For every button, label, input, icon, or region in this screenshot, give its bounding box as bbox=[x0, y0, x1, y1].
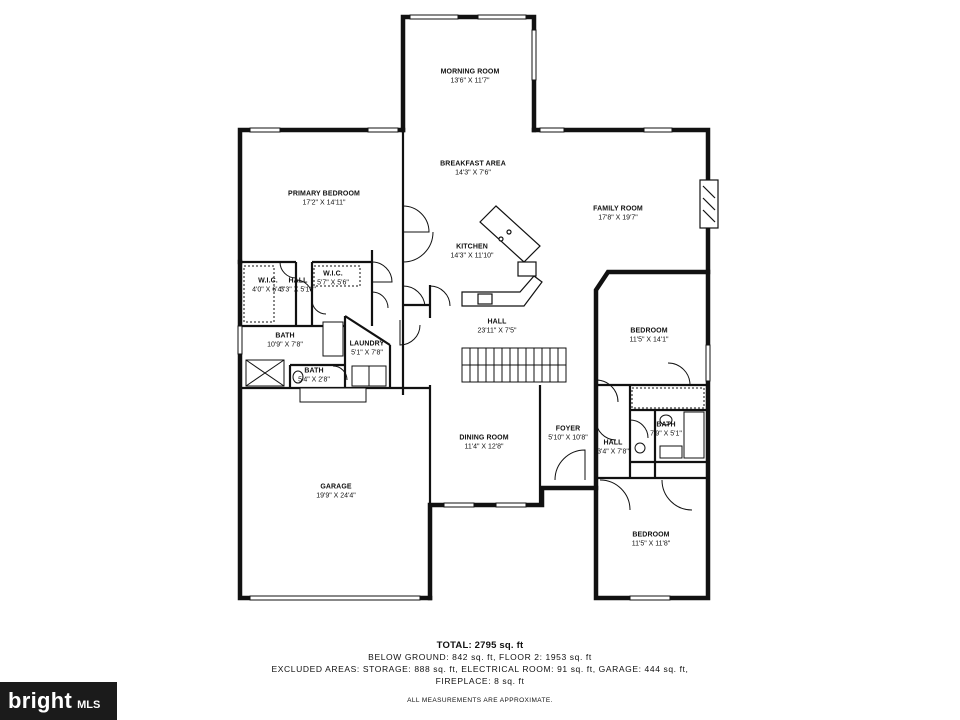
exterior-walls bbox=[237, 14, 711, 601]
area-breakdown-line-3: FIREPLACE: 8 sq. ft bbox=[435, 676, 525, 686]
measurement-disclaimer: ALL MEASUREMENTS ARE APPROXIMATE. bbox=[407, 697, 553, 704]
logo-suffix: MLS bbox=[77, 698, 101, 711]
area-breakdown-line-1: BELOW GROUND: 842 sq. ft, FLOOR 2: 1953 … bbox=[368, 652, 592, 662]
logo-brand: bright bbox=[8, 688, 73, 713]
interior-walls bbox=[240, 130, 708, 598]
bath-fixtures bbox=[245, 321, 705, 459]
windows bbox=[237, 14, 711, 601]
kitchen-counters bbox=[461, 205, 543, 307]
bright-mls-logo: bright MLS bbox=[0, 682, 117, 720]
fireplace bbox=[699, 179, 719, 229]
stairs bbox=[461, 347, 567, 383]
closets bbox=[243, 265, 705, 409]
area-breakdown-line-2: EXCLUDED AREAS: STORAGE: 888 sq. ft, ELE… bbox=[271, 664, 689, 674]
doors bbox=[279, 205, 693, 511]
area-summary: TOTAL: 2795 sq. ft BELOW GROUND: 842 sq.… bbox=[180, 640, 780, 704]
total-area: TOTAL: 2795 sq. ft bbox=[436, 640, 524, 651]
